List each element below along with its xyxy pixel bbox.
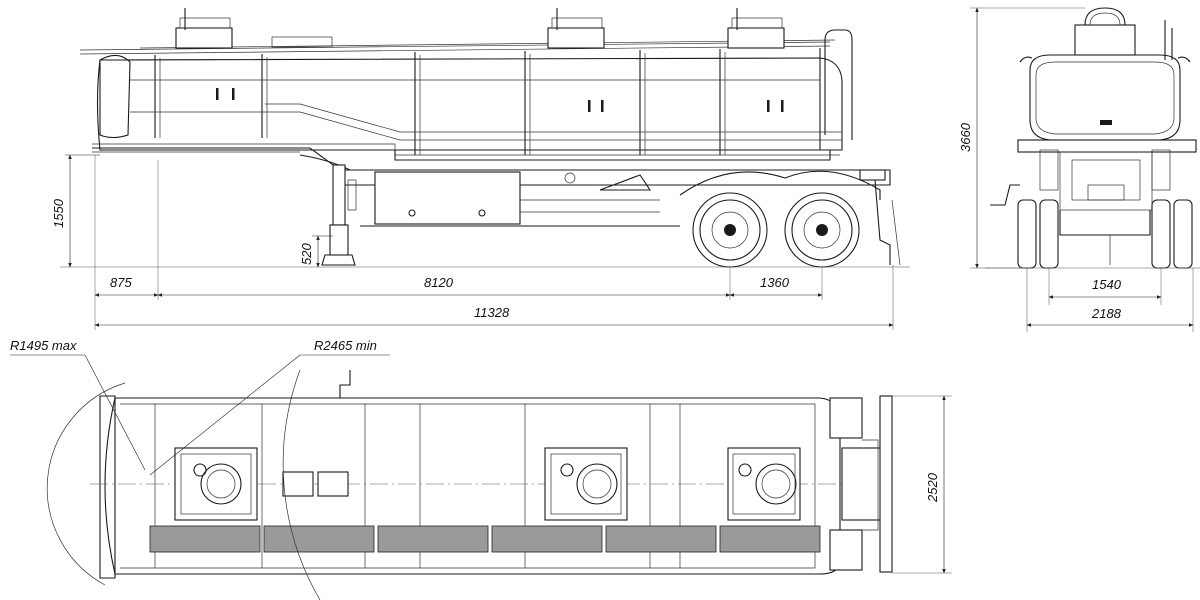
dim-8120-label: 8120: [424, 275, 454, 290]
dim-1360-label: 1360: [760, 275, 790, 290]
dim-r1495-label: R1495 max: [10, 338, 77, 353]
landing-gear: [321, 164, 357, 266]
dim-875-label: 875: [110, 275, 132, 290]
compartment-markers: [216, 88, 784, 112]
dim-520-label: 520: [299, 243, 314, 265]
dim-fifth-wheel-height: 1550: [51, 154, 100, 268]
wheels-rear: [1017, 199, 1193, 269]
walkway-grating: [149, 525, 821, 553]
dim-top-width: 2520: [892, 395, 952, 574]
wheels-side: [692, 192, 860, 268]
top-view: R1495 max R2465 min 2520: [10, 338, 952, 600]
dim-overall-width: 2188: [1026, 268, 1194, 332]
rear-view: 3660 1540 2188: [958, 7, 1200, 332]
tool-box: [360, 171, 680, 227]
dim-11328-label: 11328: [474, 305, 510, 320]
manhole-hatches-side: [175, 8, 785, 49]
side-view: 1550 520 875 8120 1360 11328: [51, 8, 910, 330]
dim-support-leg-height: 520: [299, 235, 333, 268]
dim-2520-label: 2520: [925, 472, 940, 503]
dim-chain-row: 875 8120 1360: [94, 275, 823, 297]
tank-frame-ribs: [154, 48, 821, 155]
rear-axles-top: [829, 395, 893, 573]
dim-track-width: 1540: [1048, 268, 1162, 305]
dim-r2465-label: R2465 min: [314, 338, 377, 353]
manholes-top: [174, 447, 801, 521]
dim-3660-label: 3660: [958, 122, 973, 152]
dim-1550-label: 1550: [51, 198, 66, 228]
chassis-frame: [92, 143, 891, 186]
dim-1540-label: 1540: [1092, 277, 1122, 292]
dim-2188-label: 2188: [1091, 306, 1122, 321]
dim-overall-height: 3660: [958, 7, 1085, 269]
dim-overall-length: 11328: [94, 305, 894, 327]
turning-radius-arcs: R1495 max R2465 min: [10, 338, 390, 600]
